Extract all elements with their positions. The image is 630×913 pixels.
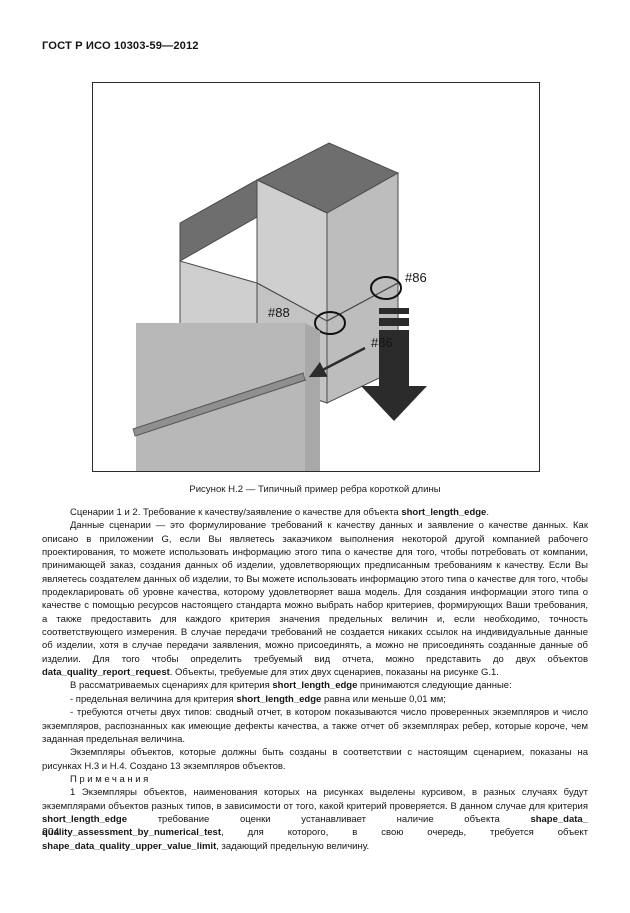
scenario-desc-tail: . Объекты, требуемые для этих двух сцена… <box>169 667 499 679</box>
criteria-intro-a: В рассматриваемых сценариях для критерия <box>70 680 273 692</box>
detail-face-right <box>305 323 320 471</box>
paragraph-scenario-description: Данные сценарии — это формулирование тре… <box>42 519 588 679</box>
page-header: ГОСТ Р ИСО 10303-59—2012 <box>42 40 199 52</box>
note1-text-a: 1 Экземпляры объектов, наименования кото… <box>42 787 588 812</box>
detail-face-left <box>136 323 305 471</box>
note1-text-b: требование оценки устанавливает наличие … <box>127 813 531 825</box>
detail-label-86: #86 <box>371 335 393 350</box>
page-number: 204 <box>42 826 60 838</box>
scenario-title-text-a: Сценарии 1 и 2. Требование к качеству/за… <box>70 507 402 518</box>
note1-text-c: , для которого, в свою очередь, требуетс… <box>221 827 588 839</box>
callout-label-88: #88 <box>268 305 290 320</box>
figure-container: #86 #88 #86 <box>92 82 540 472</box>
limit-value-a: - предельная величина для критерия <box>70 693 237 705</box>
criteria-intro-b: принимаются следующие данные: <box>357 680 512 692</box>
paragraph-scenario-title: Сценарии 1 и 2. Требование к качеству/за… <box>42 506 588 519</box>
paragraph-instances: Экземпляры объектов, которые должны быть… <box>42 747 588 772</box>
note1-text-d: , задающий предельную величину. <box>216 840 370 852</box>
notes-heading: Примечания <box>70 773 151 785</box>
note-1: 1 Экземпляры объектов, наименования кото… <box>42 786 588 853</box>
paragraph-reports: - требуются отчеты двух типов: сводный о… <box>42 707 588 745</box>
paragraph-criteria-intro: В рассматриваемых сценариях для критерия… <box>42 679 588 692</box>
term-shape-data-quality-upper-value-limit: shape_data_quality_upper_value_limit <box>42 840 217 852</box>
detail-edge-lower-line <box>134 379 307 437</box>
term-short-length-edge-4: short_length_edge <box>42 813 127 825</box>
term-shape-data-quality-assessment: shape_data_ quality_assessment_by_numeri… <box>42 813 588 839</box>
figure-caption: Рисунок Н.2 — Типичный пример ребра коро… <box>189 484 441 495</box>
term-data-quality-report-request: data_quality_report_request <box>42 667 170 679</box>
term-short-length-edge-1: short_length_edge <box>401 507 487 518</box>
limit-value-b: равна или меньше 0,01 мм; <box>321 693 446 705</box>
scenario-desc-text: Данные сценарии — это формулирование тре… <box>42 520 588 665</box>
term-short-length-edge-3: short_length_edge <box>236 693 322 705</box>
detail-edge-upper-line <box>132 372 305 430</box>
body-content: Сценарии 1 и 2. Требование к качеству/за… <box>42 506 588 853</box>
detail-pointer-arrow <box>308 346 366 378</box>
term-short-length-edge-2: short_length_edge <box>272 680 358 692</box>
paragraph-limit-value: - предельная величина для критерия short… <box>42 693 588 706</box>
callout-circle-88 <box>314 311 346 335</box>
zoom-arrow <box>361 308 427 421</box>
figure-illustration: #86 #88 #86 <box>132 142 427 471</box>
scenario-title-text-b: . <box>486 507 489 518</box>
callout-label-86: #86 <box>405 270 427 285</box>
callout-circle-86 <box>370 276 402 300</box>
